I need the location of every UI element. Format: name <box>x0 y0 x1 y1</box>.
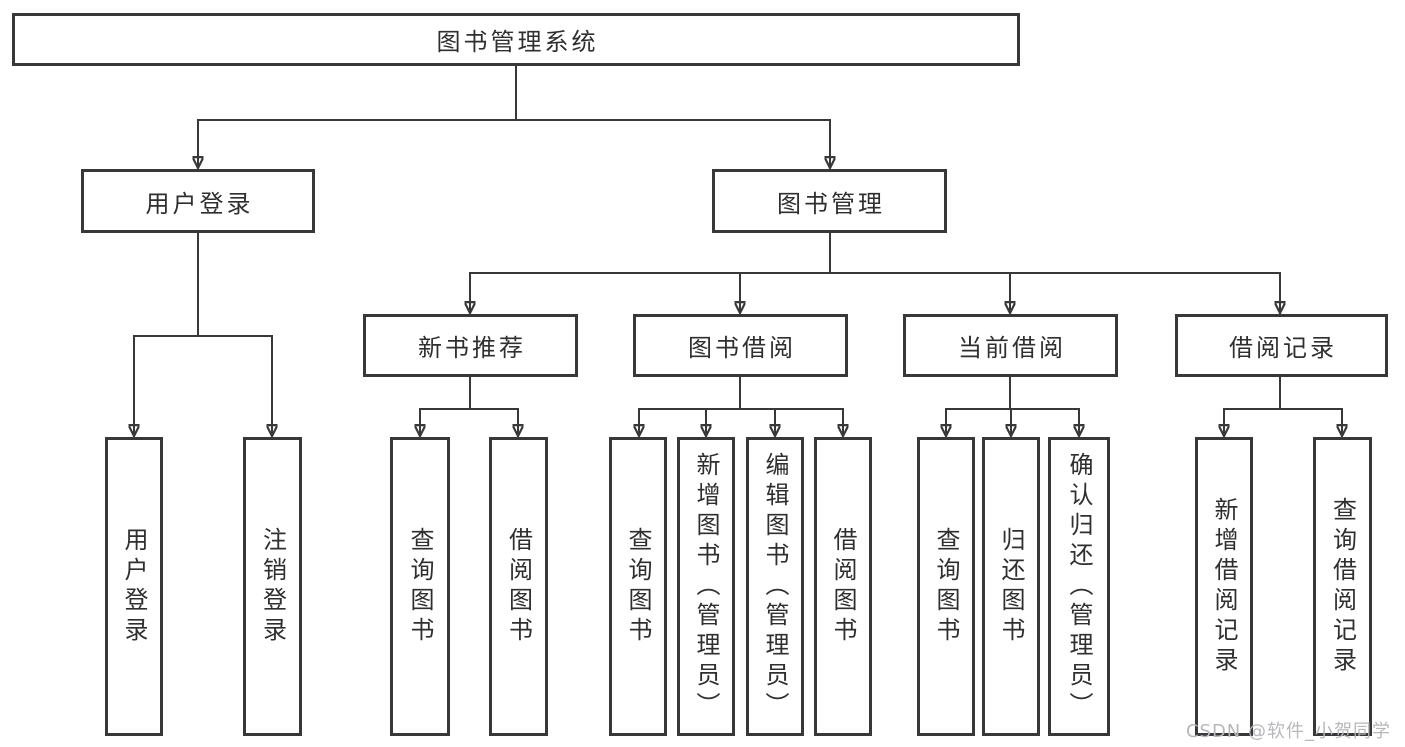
node-label: 图书借阅 <box>688 334 796 362</box>
node-label: 查询图书 <box>406 526 434 647</box>
node-label: 图书管理 <box>777 189 885 218</box>
node-label: 用户登录 <box>120 526 148 647</box>
node-new-book-recommendation: 新书推荐 <box>363 314 578 377</box>
node-label: 确认归还（管理员） <box>1065 451 1093 722</box>
leaf-borrowing-query-books: 查询图书 <box>609 437 667 736</box>
node-book-management: 图书管理 <box>712 169 947 233</box>
leaf-recommend-borrow-books: 借阅图书 <box>489 437 548 736</box>
node-label: 新书推荐 <box>418 334 526 362</box>
node-label: 归还图书 <box>997 526 1025 647</box>
node-borrowing-records: 借阅记录 <box>1175 314 1388 377</box>
node-label: 用户登录 <box>145 189 254 218</box>
node-label: 编辑图书（管理员） <box>761 451 789 722</box>
leaf-current-return-books: 归还图书 <box>982 437 1040 736</box>
node-label: 新增图书（管理员） <box>692 451 720 722</box>
node-label: 借阅记录 <box>1229 334 1337 362</box>
node-current-borrowing: 当前借阅 <box>903 314 1118 377</box>
node-label: 查询图书 <box>932 526 960 647</box>
leaf-recommend-query-books: 查询图书 <box>390 437 450 736</box>
leaf-records-add-record: 新增借阅记录 <box>1195 437 1253 736</box>
node-label: 查询图书 <box>624 526 652 647</box>
node-label: 借阅图书 <box>829 526 857 647</box>
node-label: 新增借阅记录 <box>1210 496 1238 677</box>
leaf-logout-login: 注销登录 <box>243 437 302 736</box>
node-label: 注销登录 <box>258 526 287 647</box>
leaf-current-query-books: 查询图书 <box>917 437 975 736</box>
node-book-borrowing: 图书借阅 <box>633 314 848 377</box>
leaf-borrowing-edit-books-admin: 编辑图书（管理员） <box>746 437 804 736</box>
leaf-records-query-record: 查询借阅记录 <box>1313 437 1372 736</box>
node-label: 图书管理系统 <box>436 28 599 56</box>
node-label: 当前借阅 <box>958 334 1066 362</box>
node-library-management-system: 图书管理系统 <box>12 13 1020 66</box>
node-user-login-group: 用户登录 <box>81 169 315 233</box>
leaf-borrowing-add-books-admin: 新增图书（管理员） <box>677 437 735 736</box>
node-label: 查询借阅记录 <box>1328 496 1357 677</box>
watermark: CSDN @软件_小贺同学 <box>1185 721 1391 742</box>
leaf-current-confirm-return-admin: 确认归还（管理员） <box>1048 437 1110 736</box>
node-label: 借阅图书 <box>504 526 533 647</box>
leaf-user-login: 用户登录 <box>105 437 163 736</box>
leaf-borrowing-borrow-books: 借阅图书 <box>814 437 872 736</box>
